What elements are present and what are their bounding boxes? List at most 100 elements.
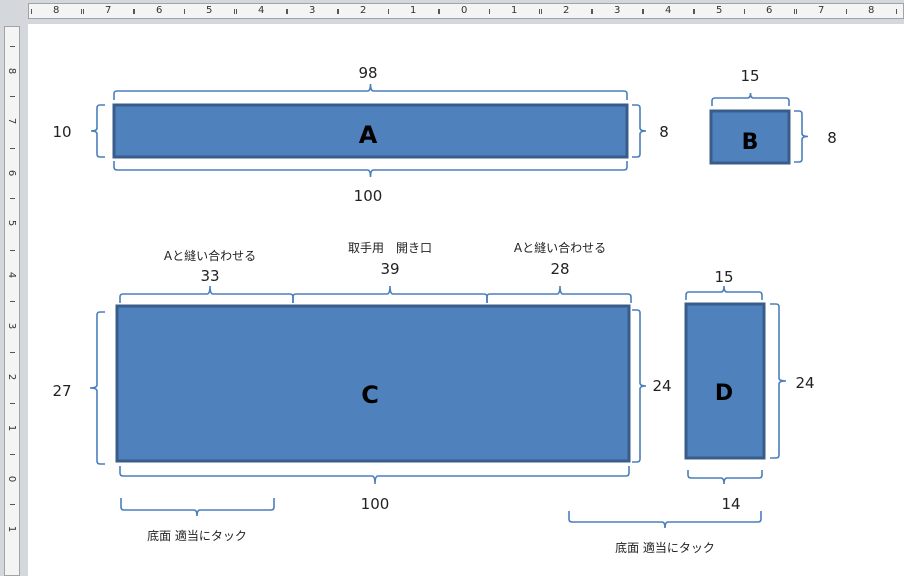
dimension-brace	[119, 285, 294, 303]
c-bottom-dimension: 100	[361, 495, 390, 513]
ruler-v-label: 1	[6, 424, 18, 432]
dimension-brace	[486, 285, 632, 303]
dimension-brace	[113, 161, 628, 178]
ruler-tick	[10, 301, 15, 302]
c-bottom-note: 底面 適当にタック	[147, 528, 247, 543]
ruler-tick	[184, 9, 185, 14]
ruler-h-label: 7	[105, 5, 112, 16]
piece-c-label: C	[361, 381, 379, 409]
dimension-brace	[632, 309, 647, 463]
piece-c	[115, 304, 631, 463]
dimension-brace	[568, 511, 762, 529]
ruler-tick	[286, 9, 287, 14]
ruler-tick	[338, 9, 339, 14]
ruler-tick	[10, 96, 15, 97]
ruler-v-label: 1	[6, 525, 18, 533]
d-right-dimension: 24	[795, 374, 814, 392]
ruler-tick	[694, 9, 695, 14]
ruler-tick	[10, 352, 15, 353]
ruler-h-label: 4	[665, 5, 672, 16]
dimension-brace	[113, 83, 628, 100]
ruler-h-label: 8	[868, 5, 875, 16]
ruler-tick	[643, 9, 644, 14]
ruler-tick	[31, 9, 32, 14]
ruler-tick	[10, 454, 15, 455]
document-page: A B C D 98 100 10 8 15 8 Aと縫い合わせる 33 取手用…	[28, 24, 904, 576]
ruler-v-label: 6	[6, 169, 18, 177]
d-bottom-dimension: 14	[721, 495, 740, 513]
piece-a-label: A	[359, 121, 378, 149]
ruler-v-label: 7	[6, 117, 18, 125]
ruler-tick	[236, 9, 237, 14]
ruler-h-label: 3	[309, 5, 316, 16]
piece-b	[709, 109, 791, 165]
ruler-tick	[287, 9, 288, 14]
ruler-h-label: 1	[410, 5, 417, 16]
ruler-tick	[846, 9, 847, 14]
ruler-h-label: 2	[563, 5, 570, 16]
ruler-h-label: 8	[53, 5, 60, 16]
pattern-diagram: A B C D 98 100 10 8 15 8 Aと縫い合わせる 33 取手用…	[52, 64, 837, 555]
c-left-dimension: 27	[52, 382, 71, 400]
ruler-tick	[10, 250, 15, 251]
ruler-h-label: 3	[614, 5, 621, 16]
ruler-v-label: 2	[6, 373, 18, 381]
d-top-dimension: 15	[714, 268, 733, 286]
dimension-brace	[119, 466, 630, 485]
ruler-h-label: 0	[461, 5, 468, 16]
ruler-h-label: 6	[766, 5, 773, 16]
dimension-brace	[632, 104, 647, 158]
ruler-tick	[896, 9, 897, 14]
ruler-tick	[489, 9, 490, 14]
ruler-tick	[592, 9, 593, 14]
ruler-tick	[439, 9, 440, 14]
dimension-brace	[794, 110, 809, 163]
ruler-h-label: 5	[206, 5, 213, 16]
ruler-v-label: 3	[6, 322, 18, 330]
piece-a	[112, 103, 629, 159]
ruler-tick	[796, 9, 797, 14]
ruler-tick	[744, 9, 745, 14]
c-seg3-value: 28	[550, 260, 569, 278]
c-right-dimension: 24	[652, 377, 671, 395]
d-bottom-note: 底面 適当にタック	[615, 540, 715, 555]
ruler-tick	[10, 46, 15, 47]
ruler-tick	[438, 9, 439, 14]
b-right-dimension: 8	[827, 129, 837, 147]
ruler-tick	[388, 9, 389, 14]
ruler-tick	[10, 148, 15, 149]
ruler-tick	[591, 9, 592, 14]
dimension-brace	[120, 498, 275, 517]
ruler-h-label: 7	[818, 5, 825, 16]
ruler-tick	[133, 9, 134, 14]
dimension-braces	[89, 83, 809, 529]
a-right-dimension: 8	[659, 123, 669, 141]
dimension-brace	[687, 470, 763, 485]
piece-d	[684, 302, 766, 460]
ruler-tick	[539, 9, 540, 14]
ruler-h-label: 1	[511, 5, 518, 16]
ruler-tick	[134, 9, 135, 14]
c-seg2-value: 39	[380, 260, 399, 278]
a-left-dimension: 10	[52, 123, 71, 141]
ruler-tick	[337, 9, 338, 14]
a-bottom-dimension: 100	[354, 187, 383, 205]
ruler-tick	[541, 9, 542, 14]
ruler-v-label: 5	[6, 219, 18, 227]
ruler-tick	[10, 198, 15, 199]
dimension-brace	[711, 92, 790, 106]
ruler-tick	[10, 504, 15, 505]
b-top-dimension: 15	[740, 67, 759, 85]
dimension-brace	[90, 104, 105, 158]
ruler-tick	[693, 9, 694, 14]
ruler-v-label: 0	[6, 475, 18, 483]
dimension-brace	[685, 285, 763, 300]
dimension-brace	[770, 303, 787, 459]
c-seg1-value: 33	[200, 267, 219, 285]
a-top-dimension: 98	[358, 64, 377, 82]
ruler-v-label: 4	[6, 271, 18, 279]
piece-d-label: D	[715, 381, 733, 406]
ruler-h-label: 2	[360, 5, 367, 16]
